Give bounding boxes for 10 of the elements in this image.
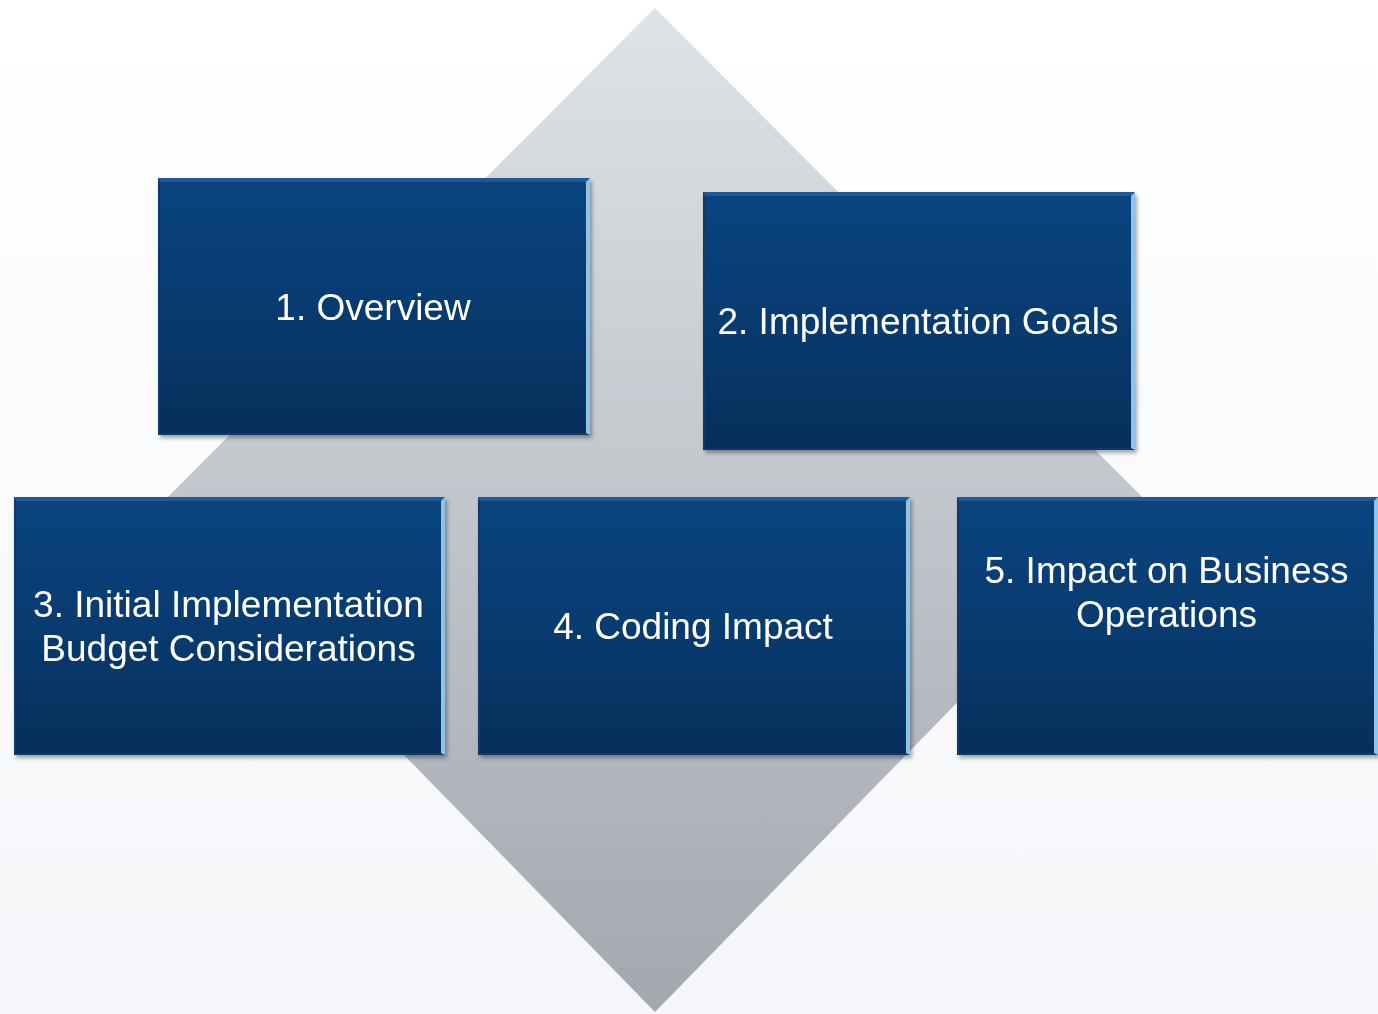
process-box	[14, 497, 445, 755]
process-box	[158, 178, 590, 435]
box-label: 2. Implementation Goals	[717, 300, 1119, 344]
process-box	[957, 497, 1378, 755]
process-box	[703, 192, 1135, 450]
box-label: 5. Impact on Business Operations	[983, 549, 1350, 637]
box-label: 1. Overview	[275, 285, 471, 330]
box-label: 3. Initial Implementation Budget Considerations	[32, 583, 425, 671]
box-label: 4. Coding Impact	[553, 605, 833, 649]
process-box	[478, 497, 910, 755]
